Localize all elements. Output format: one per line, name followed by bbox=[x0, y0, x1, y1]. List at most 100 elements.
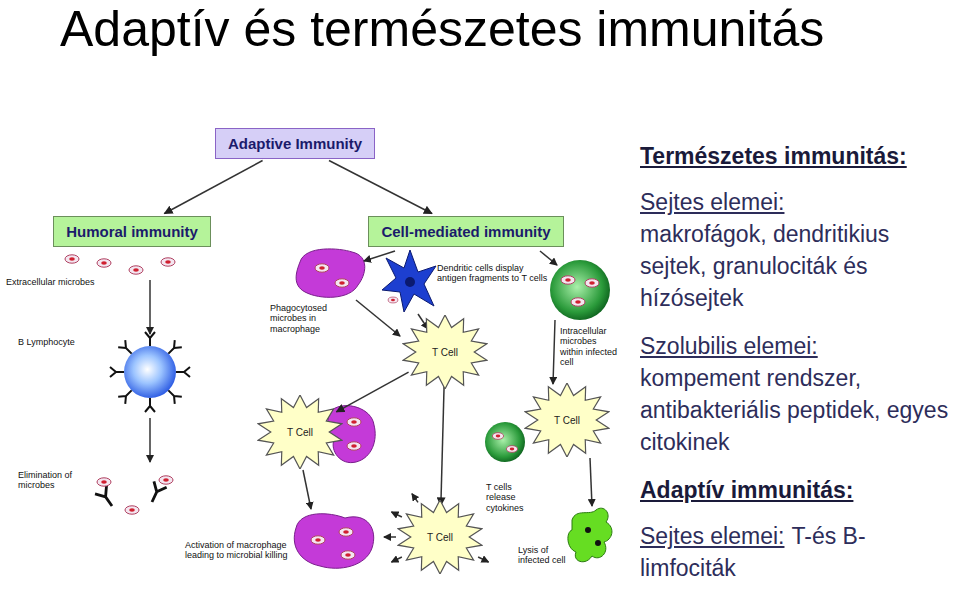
category-box: Adaptive Immunity bbox=[215, 128, 375, 159]
activated-macrophage bbox=[294, 514, 373, 569]
cytokine-arrow bbox=[392, 512, 402, 517]
infected-cell bbox=[571, 298, 585, 306]
activated-macrophage bbox=[341, 551, 355, 559]
starburst-outline bbox=[525, 383, 609, 457]
node-text: T Cell bbox=[554, 415, 580, 426]
antibody-microbe bbox=[97, 478, 111, 486]
node-text: Adaptive Immunity bbox=[228, 135, 362, 152]
starburst-outline bbox=[403, 315, 487, 389]
lysed-cell bbox=[585, 527, 591, 533]
b-lymphocyte bbox=[176, 367, 190, 377]
lysed-cell bbox=[595, 540, 601, 546]
infected-cell bbox=[550, 260, 610, 320]
process-arrow bbox=[149, 418, 151, 462]
process-arrow bbox=[356, 300, 400, 336]
antibody-microbe bbox=[159, 476, 173, 484]
figure-label: T cells release cytokines bbox=[486, 482, 540, 513]
extracellular-microbes bbox=[65, 255, 79, 263]
process-arrow bbox=[540, 251, 557, 265]
category-box: Humoral immunity bbox=[53, 216, 211, 247]
cytokine-arrow bbox=[412, 494, 418, 503]
antibody-microbe bbox=[95, 486, 118, 510]
bullet-text: Szolubilis elemei: bbox=[640, 330, 958, 362]
cytokine-arrow bbox=[384, 536, 396, 538]
macrophage bbox=[347, 442, 361, 450]
macrophage bbox=[328, 406, 375, 463]
process-arrow bbox=[553, 320, 555, 384]
macrophage bbox=[328, 406, 375, 463]
category-box: Cell-mediated immunity bbox=[368, 216, 563, 247]
t-cell-burst: T Cell bbox=[397, 500, 483, 574]
starburst-outline bbox=[398, 500, 482, 574]
lysed-cell bbox=[568, 508, 612, 562]
infected-cell bbox=[585, 279, 599, 287]
infected-cell bbox=[561, 276, 575, 284]
bullet-text: makrofágok, dendritikius sejtek, granulo… bbox=[640, 218, 958, 314]
figure-label: Extracellular microbes bbox=[6, 277, 116, 287]
extracellular-microbes bbox=[129, 266, 143, 274]
macrophage bbox=[296, 249, 365, 297]
antibody-microbe bbox=[95, 476, 173, 514]
dendritic-cell bbox=[382, 250, 436, 312]
process-arrow bbox=[303, 470, 311, 509]
macrophage bbox=[315, 264, 329, 272]
b-lymphocyte bbox=[124, 346, 176, 398]
b-lymphocyte bbox=[110, 367, 124, 377]
node-text: Cell-mediated immunity bbox=[381, 223, 550, 240]
bullet-line: Sejtes elemei:T-és B-limfociták bbox=[640, 520, 958, 584]
activated-macrophage bbox=[311, 536, 325, 544]
antibody-microbe bbox=[146, 481, 167, 505]
b-lymphocyte bbox=[145, 398, 155, 412]
connector-arrow bbox=[164, 161, 262, 214]
extracellular-microbes bbox=[161, 258, 175, 266]
infected-cell bbox=[485, 422, 525, 462]
dendritic-cell bbox=[388, 297, 398, 303]
figure-label: Activation of macrophage leading to micr… bbox=[185, 540, 291, 561]
b-lymphocyte bbox=[118, 340, 135, 357]
cytokine-arrow bbox=[478, 557, 488, 562]
infected-cell bbox=[492, 433, 503, 440]
page-title: Adaptív és természetes immunitás bbox=[60, 2, 824, 57]
b-lymphocyte bbox=[118, 387, 135, 404]
dendritic-cell bbox=[382, 250, 436, 312]
figure-label: Lysis of infected cell bbox=[518, 545, 568, 566]
activated-macrophage bbox=[294, 514, 373, 569]
antibody-microbe bbox=[125, 506, 139, 514]
bullet-text: Sejtes elemei: bbox=[640, 186, 958, 218]
t-cell-burst: T Cell bbox=[402, 315, 488, 389]
figure-label: Intracellular microbes within infected c… bbox=[560, 326, 620, 367]
infected-cell bbox=[506, 446, 517, 453]
cytokine-arrow bbox=[392, 557, 402, 562]
b-lymphocyte bbox=[110, 332, 190, 412]
connector-arrow bbox=[336, 372, 408, 412]
bullet-text: Természetes immunitás: bbox=[640, 140, 958, 172]
b-lymphocyte bbox=[145, 332, 155, 346]
bullet-text: Adaptív immunitás: bbox=[640, 474, 958, 506]
infected-cell bbox=[485, 422, 525, 462]
macrophage bbox=[335, 279, 349, 287]
infected-cell bbox=[550, 260, 610, 320]
node-text: T Cell bbox=[427, 532, 453, 543]
lysed-cell bbox=[568, 508, 612, 562]
dendritic-cell bbox=[405, 277, 415, 287]
b-lymphocyte bbox=[165, 340, 182, 357]
node-text: Humoral immunity bbox=[66, 223, 198, 240]
process-arrow bbox=[149, 280, 151, 334]
macrophage bbox=[296, 249, 365, 297]
activated-macrophage bbox=[339, 528, 353, 536]
figure-label: Dendritic cells display antigen fragment… bbox=[437, 263, 555, 284]
extracellular-microbes bbox=[97, 259, 111, 267]
starburst-outline bbox=[258, 395, 342, 469]
bullet-text: kompement rendszer, antibakteriális pept… bbox=[640, 362, 958, 458]
connector-arrow bbox=[329, 161, 432, 214]
macrophage bbox=[347, 418, 361, 426]
figure-label: Elimination of microbes bbox=[18, 470, 88, 491]
process-arrow bbox=[150, 251, 592, 509]
t-cell-burst: T Cell bbox=[257, 395, 343, 469]
node-text: T Cell bbox=[432, 347, 458, 358]
b-lymphocyte bbox=[165, 387, 182, 404]
extracellular-microbes bbox=[65, 255, 175, 274]
process-arrow bbox=[364, 251, 395, 261]
